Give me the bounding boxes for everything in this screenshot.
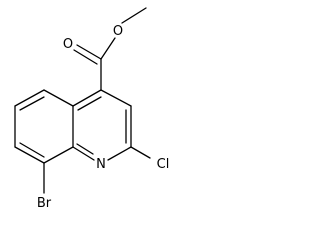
bond-c-o-double-1 — [76, 44, 102, 60]
bond-c8-c8a — [43, 146, 74, 164]
atom-o-carbonyl: O — [63, 37, 73, 52]
bond-n1-c8a-inner — [76, 143, 94, 155]
bond-c5-c6 — [14, 89, 45, 107]
bond-c7-c8-inner — [19, 142, 45, 158]
bond-c-o-double-2 — [73, 49, 98, 65]
bond-c4a-c4-inner — [77, 96, 102, 111]
atom-cl: Cl — [157, 157, 170, 172]
bond-methyl-o — [121, 7, 147, 24]
bond-c4a-c5 — [43, 89, 74, 107]
atom-br: Br — [37, 196, 52, 211]
atom-o-methoxy: O — [113, 24, 123, 39]
bond-c2-n1 — [107, 146, 132, 161]
bond-c4-c3 — [100, 89, 132, 107]
bond-c2-cl — [130, 146, 151, 159]
bond-o-c-ester — [100, 37, 116, 60]
molecule-drawing: O O N Cl Br — [14, 7, 170, 211]
bond-c4a-c4 — [72, 89, 102, 107]
bond-c5-c6-inner — [19, 96, 45, 111]
bond-n1-c8a — [72, 146, 95, 161]
bond-c7-c8 — [14, 146, 45, 164]
atom-n-ring: N — [96, 157, 106, 172]
structure-canvas: O O N Cl Br — [14, 7, 170, 211]
